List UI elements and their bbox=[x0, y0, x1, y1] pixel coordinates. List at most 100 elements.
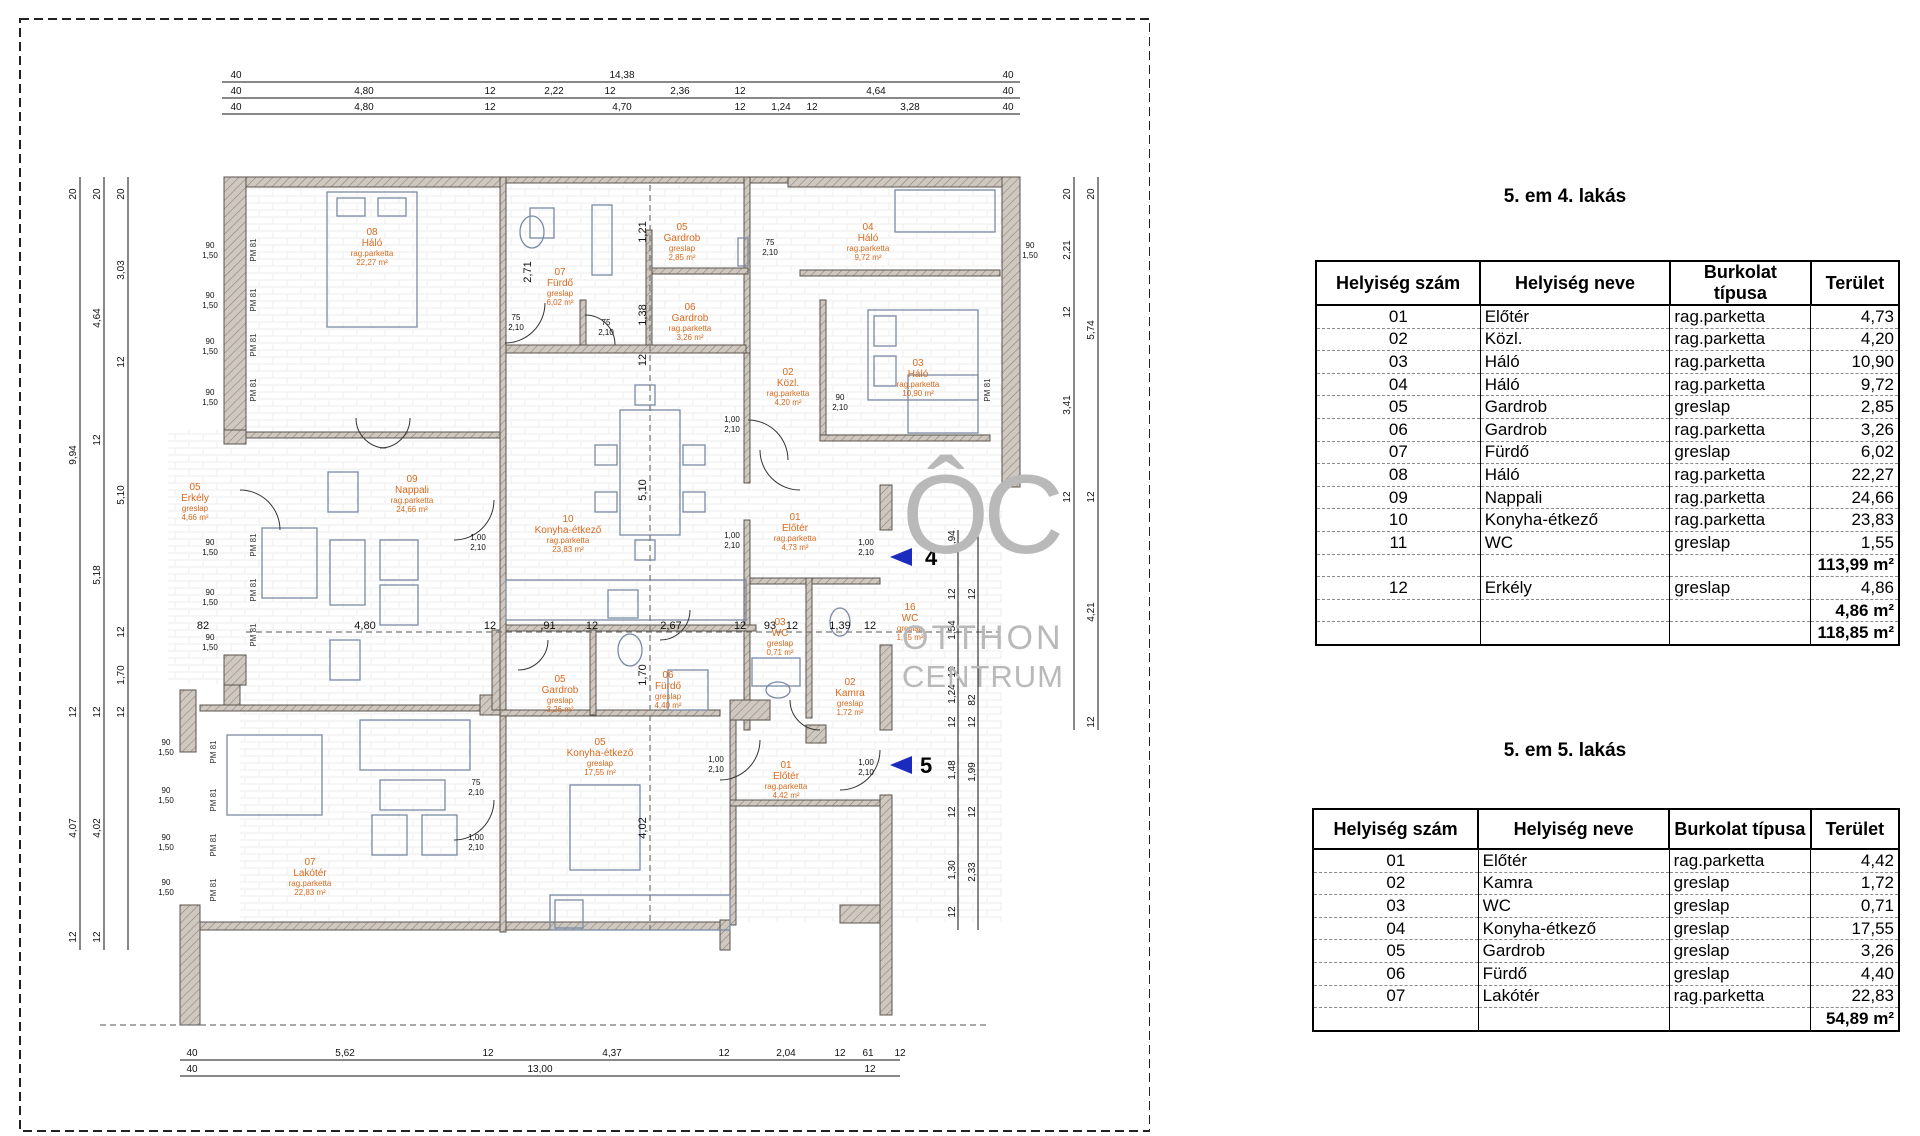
cell-area: 17,55 bbox=[1810, 917, 1900, 941]
dim-right-inner2-i: 1,30 bbox=[947, 860, 958, 880]
cell-finish: greslap bbox=[1669, 531, 1812, 555]
cell-room-name: Konyha-étkező bbox=[1477, 917, 1670, 941]
cell-room-name: Előtér bbox=[1477, 849, 1670, 873]
col-header-area: Terület bbox=[1809, 260, 1901, 306]
cell-finish bbox=[1669, 621, 1812, 646]
dim-bottom-1-a: 40 bbox=[186, 1048, 198, 1059]
door-label: 1,00 bbox=[708, 755, 724, 764]
door-label: 90 bbox=[206, 538, 215, 547]
room-finish: greslap bbox=[837, 699, 864, 708]
total-row: 4,86 m² bbox=[1315, 599, 1900, 623]
dim-left-inner2-f: 1,70 bbox=[116, 665, 127, 685]
table-title-unit4: 5. em 4. lakás bbox=[1503, 186, 1627, 207]
cell-area: 10,90 bbox=[1810, 350, 1900, 374]
inner-dim-n: 1,70 bbox=[637, 664, 649, 685]
room-finish: rag.parketta bbox=[391, 496, 434, 505]
window-label: PM 81 bbox=[249, 623, 258, 647]
dim-top-2-c: 12 bbox=[484, 86, 496, 97]
dim-left-inner2-c: 12 bbox=[116, 356, 127, 368]
cell-room-number: 05 bbox=[1312, 939, 1479, 963]
cell-room-number: 12 bbox=[1315, 576, 1481, 600]
cell-finish: rag.parketta bbox=[1668, 849, 1812, 873]
door-label: 90 bbox=[206, 633, 215, 642]
room-area: 0,71 m² bbox=[766, 648, 793, 657]
door-label: 75 bbox=[512, 313, 521, 322]
inner-dim-o: 2,71 bbox=[522, 261, 534, 282]
cell-room-number: 10 bbox=[1315, 508, 1481, 532]
dim-right-inner-a: 20 bbox=[1062, 188, 1073, 200]
dim-left-inner-c: 12 bbox=[92, 434, 103, 446]
window-label: PM 81 bbox=[249, 333, 258, 357]
logo-monogram: ÔC bbox=[902, 452, 1064, 577]
room-number: 09 bbox=[406, 474, 418, 485]
room-finish: rag.parketta bbox=[897, 380, 940, 389]
cell-finish bbox=[1669, 599, 1812, 623]
unit-marker-5: 5 bbox=[890, 753, 932, 778]
cell-room-number: 05 bbox=[1315, 395, 1481, 419]
cell-room-number: 08 bbox=[1315, 463, 1481, 487]
cell-room-name: Erkély bbox=[1479, 576, 1671, 600]
cell-area: 1,55 bbox=[1810, 531, 1900, 555]
cell-room-number: 06 bbox=[1315, 418, 1481, 442]
door-label: 1,00 bbox=[724, 415, 740, 424]
window-label: PM 81 bbox=[249, 238, 258, 262]
area-table-unit5: Helyiség szám Helyiség neve Burkolat típ… bbox=[1311, 808, 1901, 1032]
cell-room-name: Háló bbox=[1479, 350, 1671, 374]
cell-room-number: 06 bbox=[1312, 962, 1479, 986]
room-number: 03 bbox=[912, 358, 924, 369]
col-header-area: Terület bbox=[1809, 808, 1901, 850]
dim-bottom-1-c: 12 bbox=[482, 1048, 494, 1059]
cell-area: 3,26 bbox=[1810, 418, 1900, 442]
col-header-room-name: Helyiség neve bbox=[1479, 260, 1671, 306]
dim-left-inner2-b: 3,03 bbox=[116, 260, 127, 280]
room-name: Háló bbox=[908, 369, 929, 380]
dim-left-inner-g: 12 bbox=[92, 931, 103, 943]
door-label: 1,50 bbox=[202, 398, 218, 407]
dim-right-inner3-f: 2,33 bbox=[967, 862, 978, 882]
cell-room-name: Kamra bbox=[1477, 872, 1670, 896]
dim-left-inner2-e: 12 bbox=[116, 626, 127, 638]
dim-top-3-d: 4,70 bbox=[612, 102, 632, 113]
dim-top-1-a: 40 bbox=[230, 70, 242, 81]
room-area: 22,83 m² bbox=[294, 888, 326, 897]
window-label: PM 81 bbox=[249, 533, 258, 557]
total-row: 118,85 m² bbox=[1315, 621, 1900, 646]
room-number: 04 bbox=[862, 222, 874, 233]
dim-right-inner3-e: 12 bbox=[967, 806, 978, 818]
dim-bottom-2-a: 40 bbox=[186, 1064, 198, 1075]
window-label: PM 81 bbox=[209, 833, 218, 857]
dim-left-inner-d: 5,18 bbox=[92, 565, 103, 585]
room-name: Közl. bbox=[777, 378, 799, 389]
door-label: 2,10 bbox=[858, 548, 874, 557]
cell-finish: greslap bbox=[1668, 894, 1812, 918]
total-row: 54,89 m² bbox=[1312, 1007, 1900, 1032]
door-label: 1,50 bbox=[202, 301, 218, 310]
dim-right-inner2-e: 1,24 bbox=[947, 684, 958, 704]
inner-dim-f: 2,67 bbox=[660, 620, 681, 632]
dim-right-inner3-d: 1,99 bbox=[967, 762, 978, 782]
room-area: 1,55 m² bbox=[896, 633, 923, 642]
doors bbox=[239, 302, 881, 841]
dim-bottom-2-c: 12 bbox=[864, 1064, 876, 1075]
cell-room-name bbox=[1479, 599, 1671, 623]
cell-finish: rag.parketta bbox=[1669, 418, 1812, 442]
door-label: 90 bbox=[206, 291, 215, 300]
dim-top-3-e: 12 bbox=[734, 102, 746, 113]
room-name: Háló bbox=[362, 238, 383, 249]
dim-left-inner-b: 4,64 bbox=[92, 308, 103, 328]
door-label: 90 bbox=[206, 388, 215, 397]
cell-room-name: WC bbox=[1479, 531, 1671, 555]
room-number: 06 bbox=[684, 302, 696, 313]
furniture bbox=[226, 189, 996, 931]
dim-left-inner2-d: 5,10 bbox=[116, 485, 127, 505]
window-label: PM 81 bbox=[249, 378, 258, 402]
